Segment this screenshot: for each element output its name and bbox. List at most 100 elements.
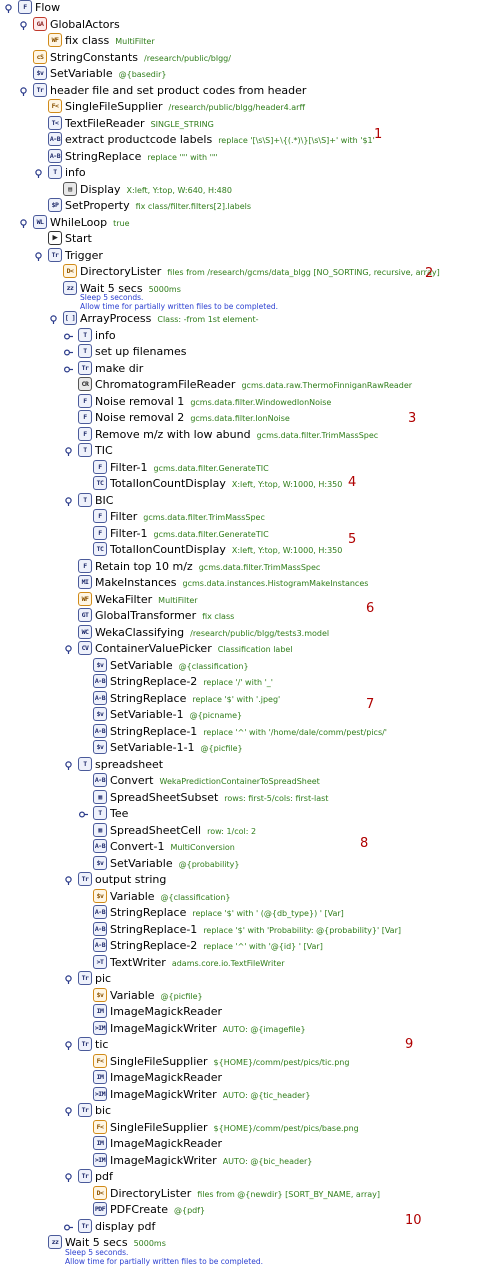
expanded-toggle-icon[interactable]: [64, 447, 73, 456]
expanded-toggle-icon[interactable]: [64, 1107, 73, 1116]
weka-filter-icon: WF: [48, 33, 62, 47]
expanded-toggle-icon[interactable]: [64, 876, 73, 885]
tree-node[interactable]: F<SingleFileSupplier${HOME}/comm/pest/pi…: [0, 1053, 488, 1070]
expanded-toggle-icon[interactable]: [64, 1041, 73, 1050]
expanded-toggle-icon[interactable]: [19, 20, 28, 30]
expanded-toggle-icon[interactable]: [64, 645, 73, 654]
expanded-toggle-icon[interactable]: [34, 251, 43, 261]
node-name: SingleFileSupplier: [65, 100, 163, 113]
expanded-toggle-icon[interactable]: [64, 496, 73, 506]
tree-node[interactable]: F<SingleFileSupplier/research/public/blg…: [0, 99, 488, 115]
tree-node[interactable]: F<SingleFileSupplier${HOME}/comm/pest/pi…: [0, 1119, 488, 1136]
expanded-toggle-icon[interactable]: [64, 1173, 73, 1182]
tree-node[interactable]: ▶Start: [0, 231, 488, 247]
expanded-toggle-icon[interactable]: [64, 975, 73, 984]
expanded-toggle-icon[interactable]: [64, 760, 73, 770]
collapsed-toggle-icon[interactable]: [79, 810, 88, 819]
collapsed-toggle-icon[interactable]: [64, 332, 73, 341]
collapsed-toggle-icon[interactable]: [64, 1223, 73, 1232]
expanded-toggle-icon[interactable]: [4, 4, 13, 13]
collapsed-toggle-icon[interactable]: [64, 365, 73, 374]
file-supplier-icon: F<: [93, 1053, 107, 1068]
expanded-toggle-icon[interactable]: [49, 315, 58, 324]
expanded-toggle-icon[interactable]: [19, 86, 28, 96]
collapsed-toggle-icon[interactable]: [64, 348, 73, 357]
expanded-toggle-icon[interactable]: [34, 169, 43, 178]
expanded-toggle-icon[interactable]: [19, 218, 28, 228]
